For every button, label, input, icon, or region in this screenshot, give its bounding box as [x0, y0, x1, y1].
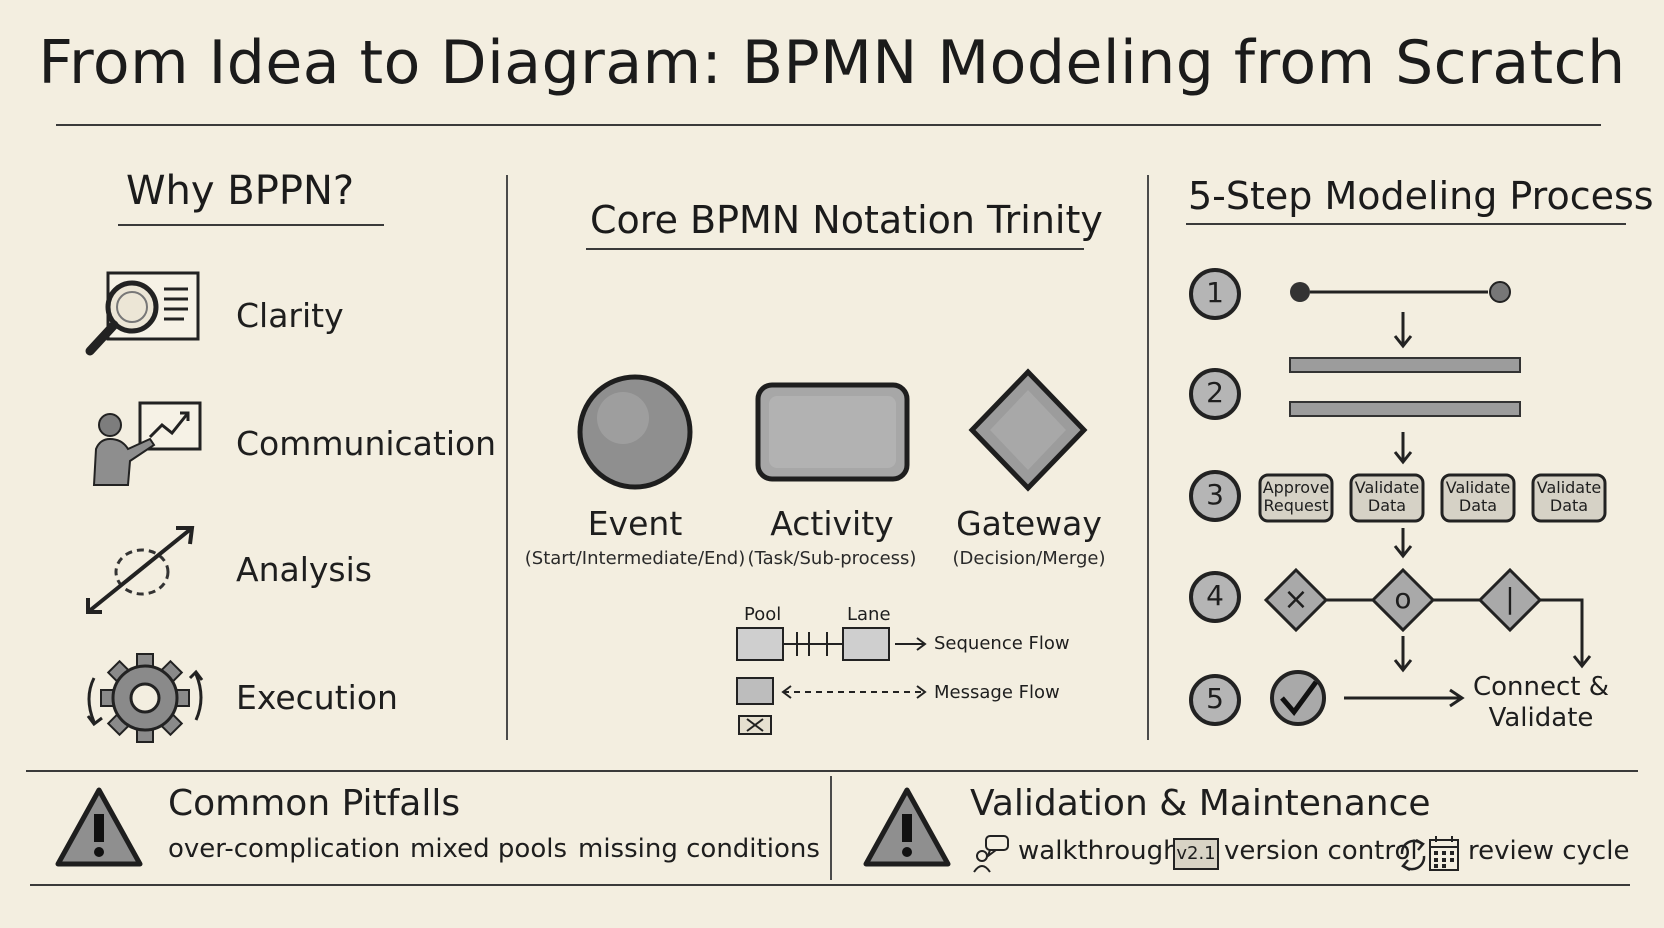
pitfall-item-1: over-complication: [168, 834, 401, 864]
warning-icon: [862, 786, 952, 870]
core-heading-underline: [586, 248, 1084, 250]
activity-label: Activity: [770, 504, 894, 543]
gateway-sublabel: (Decision/Merge): [952, 548, 1106, 569]
validation-review-cycle: review cycle: [1468, 836, 1630, 866]
magnifier-document-icon: [80, 265, 210, 365]
step-number-1: 1: [1206, 276, 1224, 309]
title-divider: [56, 124, 1601, 126]
validation-version-control: version control: [1224, 836, 1418, 866]
column-divider-left: [506, 175, 508, 740]
step5-label: Connect &Validate: [1472, 672, 1610, 733]
steps-heading-underline: [1186, 223, 1626, 225]
bottom-bottom-divider: [30, 884, 1630, 886]
core-heading: Core BPMN Notation Trinity: [590, 198, 1103, 242]
why-heading-underline: [118, 224, 384, 226]
why-item-analysis: Analysis: [236, 550, 372, 589]
refresh-calendar-icon: [1396, 834, 1460, 874]
legend-message-flow: Message Flow: [934, 682, 1060, 703]
page-title: From Idea to Diagram: BPMN Modeling from…: [38, 28, 1626, 98]
step-number-column: [1185, 264, 1245, 726]
gateway-parallel-mark: |: [1505, 582, 1515, 615]
why-heading: Why BPPN?: [126, 168, 355, 214]
bottom-middle-divider: [830, 776, 832, 880]
step-number-5: 5: [1206, 682, 1224, 715]
event-label: Event: [587, 504, 683, 543]
validation-heading: Validation & Maintenance: [970, 783, 1431, 824]
gear-cycle-icon: [80, 648, 210, 748]
legend-sequence-flow: Sequence Flow: [934, 633, 1070, 654]
validation-walkthrough: walkthrough: [1018, 836, 1180, 866]
event-sublabel: (Start/Intermediate/End): [524, 548, 746, 569]
analysis-arrow-icon: [80, 520, 210, 620]
presenter-chart-icon: [80, 395, 210, 495]
event-shape: [575, 372, 695, 492]
gateway-shape: [968, 368, 1088, 493]
gateway-inclusive-mark: o: [1394, 582, 1412, 615]
steps-heading: 5-Step Modeling Process: [1188, 174, 1654, 218]
pitfalls-heading: Common Pitfalls: [168, 783, 461, 824]
step-number-3: 3: [1206, 478, 1224, 511]
pitfall-item-2: mixed pools: [410, 834, 567, 864]
why-item-communication: Communication: [236, 424, 497, 463]
warning-icon: [54, 786, 144, 870]
gateway-exclusive-mark: ×: [1283, 582, 1309, 617]
why-item-clarity: Clarity: [236, 296, 344, 335]
column-divider-right: [1147, 175, 1149, 740]
pitfall-item-3: missing conditions: [578, 834, 820, 864]
activity-sublabel: (Task/Sub-process): [747, 548, 917, 569]
step-number-2: 2: [1206, 376, 1224, 409]
gateway-label: Gateway: [956, 504, 1102, 543]
why-item-execution: Execution: [236, 678, 398, 717]
version-badge: v2.1: [1173, 838, 1219, 870]
legend-pool-label: Pool: [744, 604, 782, 625]
legend-shapes: [735, 626, 935, 736]
activity-shape: [755, 382, 910, 482]
step-number-4: 4: [1206, 579, 1224, 612]
legend-lane-label: Lane: [847, 604, 891, 625]
bottom-top-divider: [26, 770, 1638, 772]
speech-person-icon: [972, 834, 1012, 874]
steps-graphic: [1258, 270, 1620, 740]
